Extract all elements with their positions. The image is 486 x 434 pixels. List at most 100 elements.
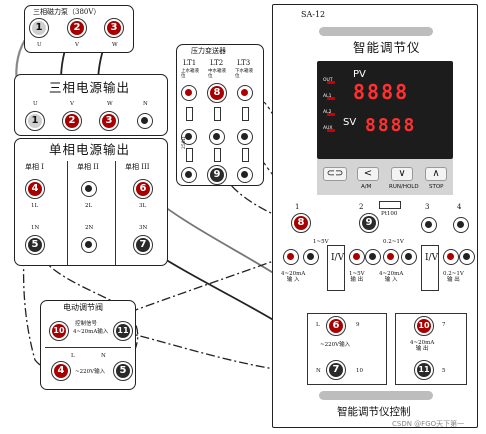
- valve-l-terminal[interactable]: 4: [51, 361, 71, 381]
- divider: [67, 161, 68, 265]
- power-pin-10: 10: [356, 368, 363, 374]
- valve-signal-plus-terminal[interactable]: 10: [49, 321, 69, 341]
- lt1-minus-terminal[interactable]: [181, 167, 197, 183]
- resistor-250-2: [214, 148, 221, 162]
- single-phase-terminal-2n[interactable]: [81, 237, 97, 253]
- valve-signal-minus-terminal[interactable]: 11: [113, 321, 133, 341]
- iv2-in-minus[interactable]: [401, 249, 417, 265]
- range-1-5v: 1~5V: [313, 239, 329, 245]
- set-key[interactable]: ⊂⊃: [323, 167, 347, 181]
- resistor-2: [214, 107, 221, 121]
- ctrl-terminal-3[interactable]: [421, 217, 437, 233]
- ctrl-terminal-9[interactable]: 9: [359, 213, 379, 233]
- three-phase-label-v: V: [70, 101, 74, 107]
- label-1n: 1N: [31, 225, 40, 231]
- indicator-al2: AL2: [323, 107, 331, 118]
- ctrl-num-2: 2: [359, 203, 364, 211]
- controller-model: SA-12: [301, 10, 326, 19]
- lt3-mid-terminal[interactable]: [237, 129, 253, 145]
- iv2-in-plus[interactable]: [383, 249, 399, 265]
- power-label-n: N: [316, 368, 321, 374]
- led-aux: [327, 129, 335, 132]
- ctrl-out-minus-terminal[interactable]: 11: [414, 360, 434, 380]
- controller-output-box: 10 7 4~20mA 输 出 11 5: [395, 313, 467, 385]
- single-phase-group-2: 单相 II: [77, 163, 99, 171]
- three-phase-label-u: U: [33, 101, 38, 107]
- iv1-out-plus[interactable]: [349, 249, 365, 265]
- resistor-250-1: [186, 148, 193, 162]
- valve-n-terminal[interactable]: 5: [113, 361, 133, 381]
- iv1-in-plus[interactable]: [283, 249, 299, 265]
- pressure-sub-1: 上水箱液位: [181, 69, 199, 79]
- ctrl-out-plus-terminal[interactable]: 10: [414, 316, 434, 336]
- lt2-minus-terminal[interactable]: 9: [207, 165, 227, 185]
- single-phase-terminal-3n[interactable]: 7: [133, 235, 153, 255]
- pump-terminal-v[interactable]: 2: [67, 18, 87, 38]
- out-pin-5: 5: [442, 368, 446, 374]
- divider: [45, 347, 131, 348]
- iv1-box: [327, 245, 345, 291]
- power-label: ~220V输入: [320, 342, 351, 348]
- single-phase-terminal-1l[interactable]: 4: [25, 179, 45, 199]
- ctrl-power-n-terminal[interactable]: 7: [326, 360, 346, 380]
- power-pin-9: 9: [356, 322, 360, 328]
- lt1-mid-terminal[interactable]: [181, 129, 197, 145]
- pump-panel: 三相磁力泵（380V） 1 2 3 U V W: [24, 5, 134, 53]
- io-label-3: 4~20mA 输 入: [379, 271, 404, 283]
- pressure-col-lt2: LT2: [210, 59, 224, 67]
- valve-label-n: N: [101, 353, 106, 359]
- io-label-1: 4~20mA 输 入: [281, 271, 306, 283]
- pressure-col-lt3: LT3: [237, 59, 251, 67]
- lt3-minus-terminal[interactable]: [237, 167, 253, 183]
- iv2-box: [421, 245, 439, 291]
- pump-label-w: W: [112, 42, 118, 48]
- pressure-title: 压力变送器: [191, 47, 226, 55]
- pump-title: 三相磁力泵（380V）: [33, 8, 101, 16]
- three-phase-label-w: W: [107, 101, 113, 107]
- lt2-mid-terminal[interactable]: [209, 129, 225, 145]
- controller-top-bar: [319, 27, 433, 36]
- three-phase-title: 三相电源输出: [49, 80, 131, 95]
- lt2-plus-terminal[interactable]: 8: [207, 83, 227, 103]
- single-phase-terminal-1n[interactable]: 5: [25, 235, 45, 255]
- lt1-plus-terminal[interactable]: [181, 85, 197, 101]
- controller-display: OUT AL1 AL2 AUX PV 8888 SV 8888: [317, 61, 453, 159]
- three-phase-terminal-v[interactable]: 2: [62, 111, 82, 131]
- ctrl-num-3: 3: [425, 203, 430, 211]
- ctrl-terminal-8[interactable]: 8: [291, 213, 311, 233]
- stop-key[interactable]: ∧: [425, 167, 447, 181]
- indicator-aux: AUX: [323, 123, 332, 134]
- run-hold-key[interactable]: ∨: [391, 167, 413, 181]
- controller-panel: SA-12 智能调节仪 OUT AL1 AL2 AUX PV 8888 SV 8…: [272, 4, 478, 428]
- iv1-in-minus[interactable]: [303, 249, 319, 265]
- three-phase-terminal-n[interactable]: [137, 113, 153, 129]
- pv-display: 8888: [353, 80, 410, 104]
- stop-key-label: STOP: [429, 184, 444, 190]
- three-phase-terminal-w[interactable]: 3: [99, 111, 119, 131]
- valve-signal-sub: 4~20mA输入: [73, 329, 109, 335]
- am-key[interactable]: <: [357, 167, 379, 181]
- pressure-col-lt1: LT1: [183, 59, 197, 67]
- pump-terminal-u[interactable]: 1: [29, 18, 49, 38]
- iv2-out-minus[interactable]: [459, 249, 475, 265]
- iv2-out-plus[interactable]: [443, 249, 459, 265]
- ctrl-power-l-terminal[interactable]: 6: [326, 316, 346, 336]
- single-phase-terminal-3l[interactable]: 6: [133, 179, 153, 199]
- pressure-sub-2: 中水箱液位: [208, 69, 226, 79]
- pump-terminal-w[interactable]: 3: [104, 18, 124, 38]
- iv1-out-minus[interactable]: [365, 249, 381, 265]
- indicator-al1: AL1: [323, 91, 331, 102]
- sv-label: SV: [343, 117, 357, 128]
- led-al2: [327, 113, 335, 116]
- ctrl-num-1: 1: [295, 203, 300, 211]
- iv2-label: I/V: [425, 253, 439, 263]
- three-phase-label-n: N: [143, 101, 148, 107]
- sv-display: 8888: [365, 115, 417, 136]
- lt3-plus-terminal[interactable]: [237, 85, 253, 101]
- valve-title: 电动调节阀: [63, 303, 103, 312]
- three-phase-terminal-u[interactable]: 1: [25, 111, 45, 131]
- resistor-3: [242, 107, 249, 121]
- ctrl-terminal-4[interactable]: [453, 217, 469, 233]
- single-phase-terminal-2l[interactable]: [81, 181, 97, 197]
- io-label-2: 1~5V 输 出: [349, 271, 365, 283]
